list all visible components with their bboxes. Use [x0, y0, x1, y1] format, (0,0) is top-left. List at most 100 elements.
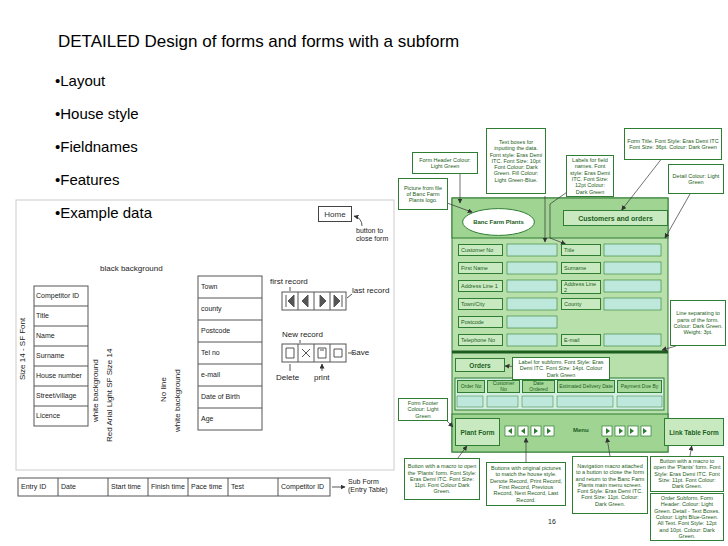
node-text: Home [320, 210, 350, 219]
leader-arrow [448, 203, 472, 212]
callout-box: Buttons with original pictures to match … [486, 462, 566, 506]
node-text: Label for subform. Font Style: Eras Demi… [515, 359, 607, 378]
table-cell: Pace time [191, 483, 222, 491]
node-text: Buttons with original pictures to match … [489, 465, 563, 503]
sketch-note: Size 14 - SF Font [19, 318, 27, 380]
column-header: Customer No [487, 380, 520, 393]
callout-box: Labels for field names. Font style: Eras… [566, 155, 614, 197]
node-text: Picture from file of Banc Farm Plants lo… [401, 185, 445, 204]
node-text: County [564, 301, 598, 307]
field-label: Telephone No [458, 334, 503, 346]
table-cell: Competitor ID [281, 483, 324, 491]
column-header: Estimated Delivery Date [557, 380, 615, 393]
node-text: Title [564, 247, 598, 253]
oval-shape [463, 209, 535, 236]
leader-arrow [505, 366, 512, 367]
node-text: Detail Colour: Light Green [671, 173, 721, 186]
node-text: Date Ordered [524, 381, 553, 392]
node-text: Customer No [461, 247, 500, 253]
callout-box: Button with a macro to open the 'Plants'… [650, 456, 724, 492]
table-cell: Finish time [151, 483, 185, 491]
node-text: Address Line 1 [461, 283, 500, 289]
sketch-note: Red Arial Light SF Size 14 [106, 349, 114, 442]
bullet-item: •House style [55, 105, 139, 122]
node-text: Estimated Delivery Date [559, 384, 613, 390]
node-text: Order Subform. Form Header: Colour: Ligh… [653, 495, 721, 539]
form-button: Orders [455, 358, 505, 372]
node-text: Orders [458, 362, 502, 369]
field-label: Postcode [458, 316, 503, 328]
callout-box: Picture from file of Banc Farm Plants lo… [398, 178, 448, 210]
callout-box: Order Subform. Form Header: Colour: Ligh… [650, 493, 724, 541]
bullet-item: •Features [55, 171, 119, 188]
leader-arrow [690, 446, 692, 456]
field-label: E-mail [561, 334, 601, 346]
sketch-note: button to close form [356, 227, 400, 243]
node-text: Town/City [461, 301, 500, 307]
node-text: Customers and orders [566, 215, 665, 222]
table-cell: Date [61, 483, 76, 491]
field-label: Address Line 2 [561, 280, 601, 294]
sketch-note: No line [160, 377, 168, 402]
sketch-field: Street/village [36, 392, 76, 400]
node-text: Labels for field names. Font style: Eras… [569, 157, 611, 195]
field-label: County [561, 298, 601, 310]
node-text: E-mail [564, 337, 598, 343]
sketch-field: Name [36, 332, 55, 340]
sketch-field: Town [201, 283, 217, 291]
node-text: Form Footer Colour: Light Green [401, 400, 445, 419]
callout-box: Form Footer Colour: Light Green [398, 398, 448, 421]
bullet-item: •Layout [55, 72, 105, 89]
sketch-field: Surname [36, 352, 64, 360]
sketch-field: Title [36, 312, 49, 320]
bullet-item: •Fieldnames [55, 138, 138, 155]
sketch-field: Licence [36, 412, 60, 420]
callout-box: Button with a macro to open the 'Plants'… [404, 458, 480, 500]
column-header: Payment Due By [617, 380, 662, 393]
sketch-note: black background [100, 264, 163, 273]
node-text: Plant Form [458, 429, 497, 436]
node-text: Telephone No [461, 337, 500, 343]
sketch-field: Tel no [201, 349, 220, 357]
sketch-field: e-mail [201, 371, 220, 379]
callout-box: Form Title. Font Style: Eras Demi ITC Fo… [624, 128, 722, 160]
node-text: Line separating to parts of the form. Co… [673, 310, 723, 335]
sketch-note: Sub Form (Entry Table) [348, 478, 392, 494]
leader-arrow [622, 160, 661, 210]
field-label: Surname [561, 262, 601, 274]
node-text: Order No [459, 384, 483, 390]
node-text: First Name [461, 265, 500, 271]
sketch-note: Delete [276, 373, 299, 382]
field-label: Customer No [458, 244, 503, 256]
node-text: Surname [564, 265, 598, 271]
column-header: Order No [457, 380, 485, 393]
sketch-note: print [314, 373, 330, 382]
sketch-note: last record [352, 286, 389, 295]
node-text: Form Header Colour: Light Green [415, 157, 475, 170]
node-text: Text boxes for inputting the data. Font … [489, 139, 543, 183]
node-text: Payment Due By [619, 384, 660, 390]
sketch-note: New record [282, 330, 323, 339]
field-label: Address Line 1 [458, 280, 503, 292]
callout-box: Label for subform. Font Style: Eras Demi… [512, 357, 610, 380]
node-text: Navigation macro attached to a button to… [575, 463, 645, 507]
sketch-note: white background [174, 369, 182, 432]
sketch [16, 200, 394, 496]
node-text: Address Line 2 [564, 281, 598, 293]
node-text: Banc Farm Plants [470, 219, 527, 225]
table-cell: Start time [111, 483, 141, 491]
node-text: Form Title. Font Style: Eras Demi ITC Fo… [627, 138, 719, 151]
callout-box: Detail Colour: Light Green [668, 164, 724, 194]
sketch-note: first record [270, 277, 308, 286]
field-label: Title [561, 244, 601, 256]
form-button: Plant Form [455, 418, 500, 446]
form-title-box: Customers and orders [563, 210, 668, 226]
sketch-field: county [201, 305, 222, 313]
callout-box: Navigation macro attached to a button to… [572, 456, 648, 514]
node-text: Link Table Form [667, 429, 721, 436]
node-text: Button with a macro to open the 'Plants'… [653, 458, 721, 490]
sketch-field: House number [36, 372, 82, 380]
form-button: Link Table Form [664, 418, 724, 446]
sketch-field: Postcode [201, 327, 230, 335]
